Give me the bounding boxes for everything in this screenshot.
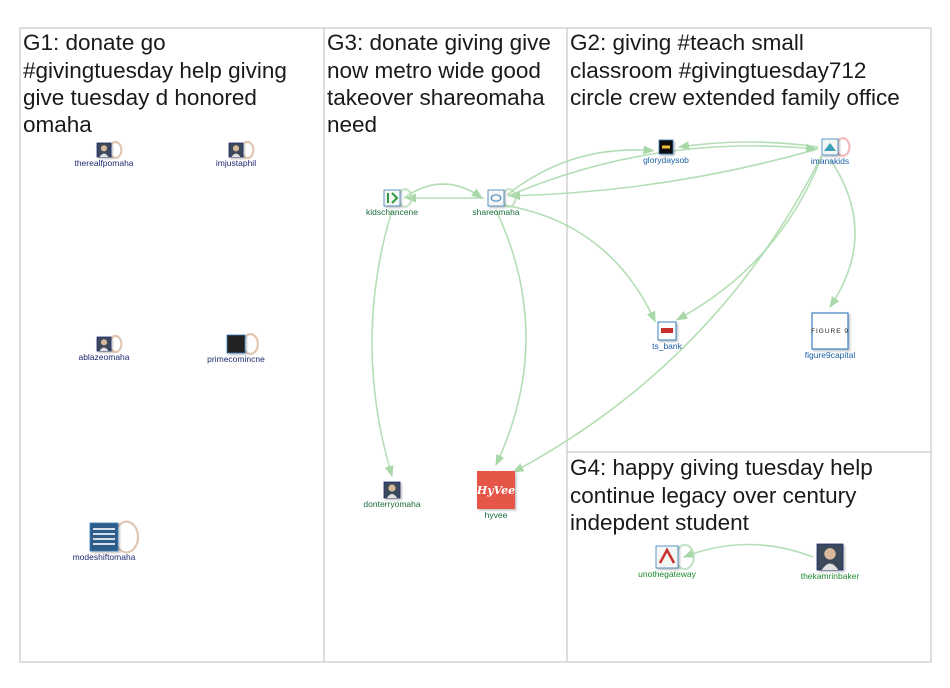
node-therealfpomaha[interactable]: therealfpomaha — [74, 143, 133, 168]
bank-logo-icon — [658, 322, 676, 340]
node-unothegateway[interactable]: unothegateway — [638, 546, 696, 579]
person-avatar-icon — [229, 143, 243, 157]
node-imanakids[interactable]: imanakids — [811, 139, 849, 166]
group-title-g1: G1: donate go #givingtuesday help giving… — [23, 30, 287, 137]
node-label: imjustaphil — [216, 158, 256, 168]
edge-imanakids-to-figure9capital — [830, 159, 855, 307]
person-avatar-icon — [97, 337, 111, 351]
node-label: ts_bank — [652, 341, 683, 351]
node-glorydaysob[interactable]: glorydaysob — [643, 140, 689, 165]
group-title-line: need — [327, 112, 377, 137]
group-title-line: G4: happy giving tuesday help — [570, 455, 873, 480]
hyvee-logo-text: HyVee — [476, 484, 515, 497]
edge-shareomaha-to-ts_bank — [505, 205, 655, 321]
node-label: imanakids — [811, 156, 849, 166]
group-title-line: G2: giving #teach small — [570, 30, 804, 55]
edge-thekamrinbaker-to-unothegateway — [684, 545, 813, 558]
group-title-line: give tuesday d honored — [23, 85, 257, 110]
node-label: modeshiftomaha — [73, 552, 136, 562]
node-label: thekamrinbaker — [801, 571, 860, 581]
node-label: shareomaha — [472, 207, 520, 217]
group-title-line: omaha — [23, 112, 92, 137]
group-title-line: classroom #givingtuesday712 — [570, 58, 866, 83]
group-title-g3: G3: donate giving give now metro wide go… — [327, 30, 551, 137]
node-label: ablazeomaha — [78, 352, 129, 362]
logo-avatar-icon — [90, 523, 118, 551]
person-avatar-icon — [384, 482, 400, 498]
group-title-line: circle crew extended family office — [570, 85, 900, 110]
edge-imanakids-to-hyvee — [513, 156, 821, 472]
node-thekamrinbaker[interactable]: thekamrinbaker — [801, 544, 860, 581]
node-hyvee[interactable]: HyVee hyvee — [476, 471, 515, 520]
group-title-line: continue legacy over century — [570, 483, 857, 508]
node-ts_bank[interactable]: ts_bank — [652, 322, 683, 351]
node-label: kidschancene — [366, 207, 418, 217]
edge-kidschancene-to-shareomaha — [404, 184, 482, 198]
group-title-line: now metro wide good — [327, 58, 541, 83]
node-label: donterryomaha — [363, 499, 420, 509]
logo-avatar-icon — [822, 139, 838, 155]
node-modeshiftomaha[interactable]: modeshiftomaha — [73, 523, 136, 562]
node-donterryomaha[interactable]: donterryomaha — [363, 482, 420, 509]
node-label: figure9capital — [805, 350, 856, 360]
node-label: therealfpomaha — [74, 158, 133, 168]
group-title-line: G1: donate go — [23, 30, 166, 55]
logo-avatar-icon — [384, 190, 400, 206]
edge-shareomaha-to-hyvee — [496, 210, 526, 465]
group-title-line: takeover shareomaha — [327, 85, 545, 110]
edge-imanakids-to-ts_bank — [677, 156, 822, 320]
node-label: hyvee — [485, 510, 508, 520]
group-title-line: indepdent student — [570, 510, 750, 535]
hyvee-logo-icon: HyVee — [476, 471, 515, 509]
group-title-line: G3: donate giving give — [327, 30, 551, 55]
node-figure9capital[interactable]: FIGURE 9 figure9capital — [805, 313, 856, 360]
group-title-g2: G2: giving #teach small classroom #givin… — [570, 30, 900, 110]
logo-avatar-icon: FIGURE 9 — [811, 313, 849, 349]
node-imjustaphil[interactable]: imjustaphil — [216, 143, 256, 168]
node-ablazeomaha[interactable]: ablazeomaha — [78, 337, 129, 362]
group-title-line: #givingtuesday help giving — [23, 58, 287, 83]
group-title-g4: G4: happy giving tuesday help continue l… — [570, 455, 873, 535]
logo-avatar-icon — [227, 335, 245, 353]
node-label: primecomincne — [207, 354, 265, 364]
logo-avatar-icon — [488, 190, 504, 206]
person-avatar-icon — [97, 143, 111, 157]
edge-kidschancene-to-donterryomaha — [372, 210, 392, 476]
node-label: glorydaysob — [643, 155, 689, 165]
figure9-logo-text: FIGURE 9 — [811, 328, 849, 335]
node-label: unothegateway — [638, 569, 696, 579]
person-avatar-icon — [817, 544, 843, 570]
logo-avatar-icon — [659, 140, 673, 154]
logo-avatar-icon — [656, 546, 678, 568]
